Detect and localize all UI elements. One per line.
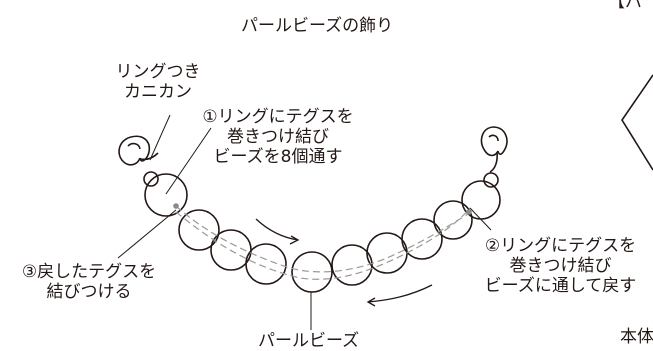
bead [178,209,220,251]
leader-step1 [165,127,212,195]
left-ring [144,173,188,217]
bead [245,243,287,285]
left-lobster-clasp-icon [118,135,159,187]
clasp-label: リングつき カニカン [115,62,201,102]
arrow-icon [366,297,376,307]
diagram-title: パールビーズの飾り [241,16,394,36]
bead [331,244,373,286]
pearl-beads [178,200,473,293]
leader-step3 [117,209,177,259]
step3-label: ③戻したテグスを 結びつける [21,262,157,302]
step2-label: ②リングにテグスを 巻きつけ結び ビーズに通して戻す [484,236,637,296]
knot-right [466,209,472,215]
partial-figure-outline [621,74,653,171]
arrow-icon [289,235,300,245]
bead [433,200,473,240]
bead [291,251,333,293]
body-fragment-label: 本体 [620,327,653,347]
arrow-icon [367,284,433,303]
beads-label: パールビーズ [258,331,360,351]
right-lobster-clasp-icon [480,126,508,188]
bead [401,218,443,260]
thread [175,205,471,280]
leader-step2 [469,207,492,231]
step1-label: ①リングにテグスを 巻きつけ結び ビーズを8個通す [202,107,354,167]
knot-left [173,203,179,209]
top-right-fragment: 【パ [608,0,642,12]
arrow-icon [255,218,299,241]
bead [366,232,408,274]
leader-clasp [149,114,171,161]
